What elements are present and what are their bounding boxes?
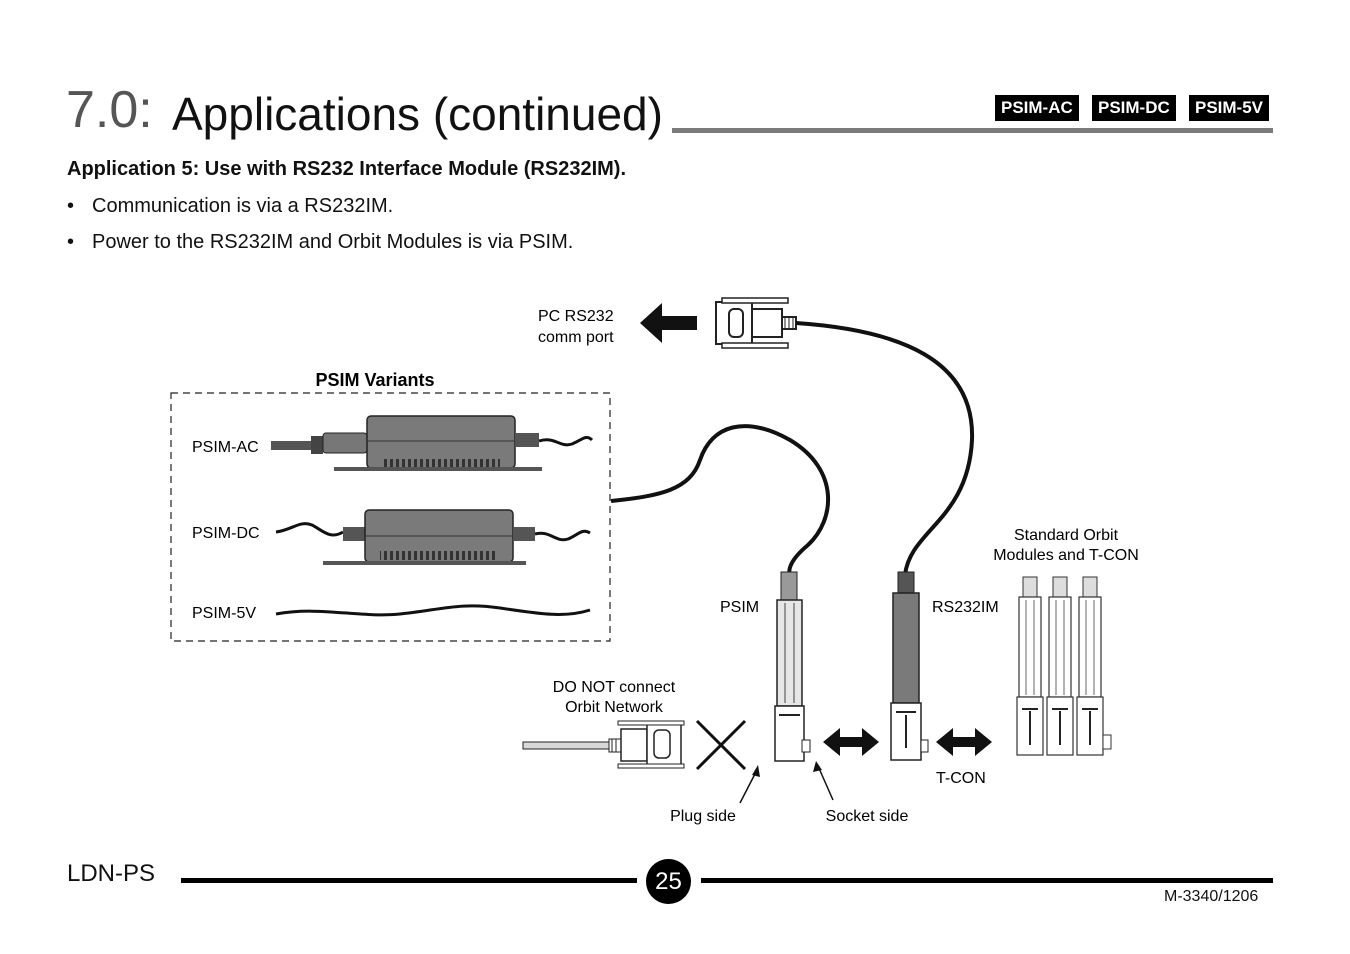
psim-ac-unit <box>271 415 594 471</box>
do-not-label-1: DO NOT connect <box>553 679 676 696</box>
document-code: M-3340/1206 <box>1164 888 1259 905</box>
orbit-label-1: Standard Orbit <box>1014 527 1119 544</box>
footer-product: LDN-PS <box>67 860 156 887</box>
orbit-label-2: Modules and T-CON <box>993 547 1139 564</box>
pc-port-label-2: comm port <box>538 329 614 346</box>
bullet-marker: • <box>67 231 75 253</box>
bullet-item: • Power to the RS232IM and Orbit Modules … <box>67 231 573 254</box>
bullet-item: • Communication is via a RS232IM. <box>67 195 393 218</box>
db9-connector-pc <box>715 297 797 349</box>
bullet-text: Communication is via a RS232IM. <box>92 195 394 217</box>
rs232-cable <box>795 321 975 576</box>
do-not-label-2: Orbit Network <box>565 699 664 716</box>
psim-cable <box>610 424 831 576</box>
bullet-text: Power to the RS232IM and Orbit Modules i… <box>92 231 574 253</box>
tcon-label: T-CON <box>936 770 986 787</box>
orbit-modules <box>1016 576 1112 756</box>
cross-icon <box>695 719 747 771</box>
rs232im-label: RS232IM <box>932 599 999 616</box>
socket-side-label: Socket side <box>826 808 909 825</box>
orbit-network-cable <box>522 720 685 769</box>
variant-dc-label: PSIM-DC <box>192 525 260 542</box>
badge-psim-ac: PSIM-AC <box>995 95 1079 121</box>
footer-rule-right <box>701 878 1273 883</box>
page-number: 25 <box>646 859 691 904</box>
bullet-marker: • <box>67 195 75 217</box>
psim-module <box>774 571 811 762</box>
psim-5v-cable <box>275 604 591 617</box>
variants-title: PSIM Variants <box>315 370 434 390</box>
footer-rule-left <box>181 878 637 883</box>
psim-dc-unit <box>275 509 591 565</box>
rs232im-module <box>890 571 929 761</box>
title-rule <box>672 128 1273 133</box>
plug-side-label: Plug side <box>670 808 736 825</box>
pointer-arrow-icon <box>739 765 760 804</box>
pc-port-label-1: PC RS232 <box>538 308 614 325</box>
variant-ac-label: PSIM-AC <box>192 439 259 456</box>
psim-label: PSIM <box>720 599 759 616</box>
variants-box <box>170 392 611 642</box>
badge-psim-5v: PSIM-5V <box>1189 95 1270 121</box>
page-title: Applications (continued) <box>172 88 663 140</box>
application-subheading: Application 5: Use with RS232 Interface … <box>67 158 627 180</box>
arrow-left-icon <box>640 303 697 343</box>
badge-psim-dc: PSIM-DC <box>1092 95 1176 121</box>
double-arrow-icon <box>936 728 992 756</box>
variant-5v-label: PSIM-5V <box>192 605 256 622</box>
pointer-arrow-icon <box>813 761 834 801</box>
section-number: 7.0: <box>66 81 153 139</box>
double-arrow-icon <box>823 728 879 756</box>
